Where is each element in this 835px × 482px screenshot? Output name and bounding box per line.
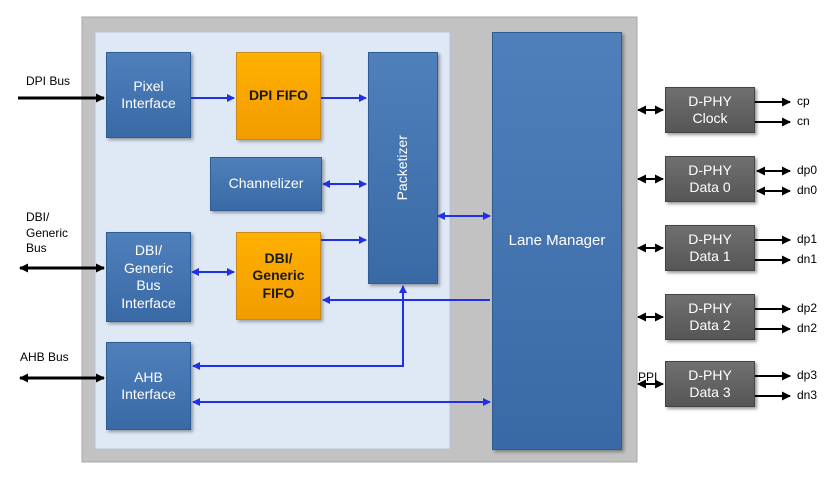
cn-label: cn (797, 114, 810, 128)
ppi-label: PPI (638, 370, 658, 384)
lane-manager-block: Lane Manager (492, 32, 622, 450)
dp1-label: dp1 (797, 232, 818, 246)
ahb-packetizer-arrow (192, 285, 407, 370)
dphy-data3-block: D-PHY Data 3 (665, 361, 755, 407)
dp0-label: dp0 (797, 163, 818, 177)
dp3-label: dp3 (797, 368, 818, 382)
dpi-fifo-block: DPI FIFO (236, 52, 321, 140)
pixel-interface-block: Pixel Interface (106, 52, 191, 138)
dbi-bus-label: DBI/ Generic Bus (26, 210, 69, 256)
channelizer-block: Channelizer (210, 157, 322, 211)
dn0-label: dn0 (797, 183, 818, 197)
dphy-clock-block: D-PHY Clock (665, 87, 755, 133)
dbi-interface-block: DBI/ Generic Bus Interface (106, 232, 191, 322)
dn1-label: dn1 (797, 252, 818, 266)
dpi-bus-label: DPI Bus (26, 74, 71, 88)
packetizer-block: Packetizer (368, 52, 438, 284)
dphy-data2-block: D-PHY Data 2 (665, 294, 755, 340)
dn2-label: dn2 (797, 321, 818, 335)
dn3-label: dn3 (797, 388, 818, 402)
ahb-bus-label: AHB Bus (20, 350, 69, 364)
dphy-data0-block: D-PHY Data 0 (665, 156, 755, 202)
dphy-data1-block: D-PHY Data 1 (665, 225, 755, 271)
ahb-interface-block: AHB Interface (106, 342, 191, 430)
dp2-label: dp2 (797, 301, 818, 315)
cp-label: cp (797, 94, 810, 108)
